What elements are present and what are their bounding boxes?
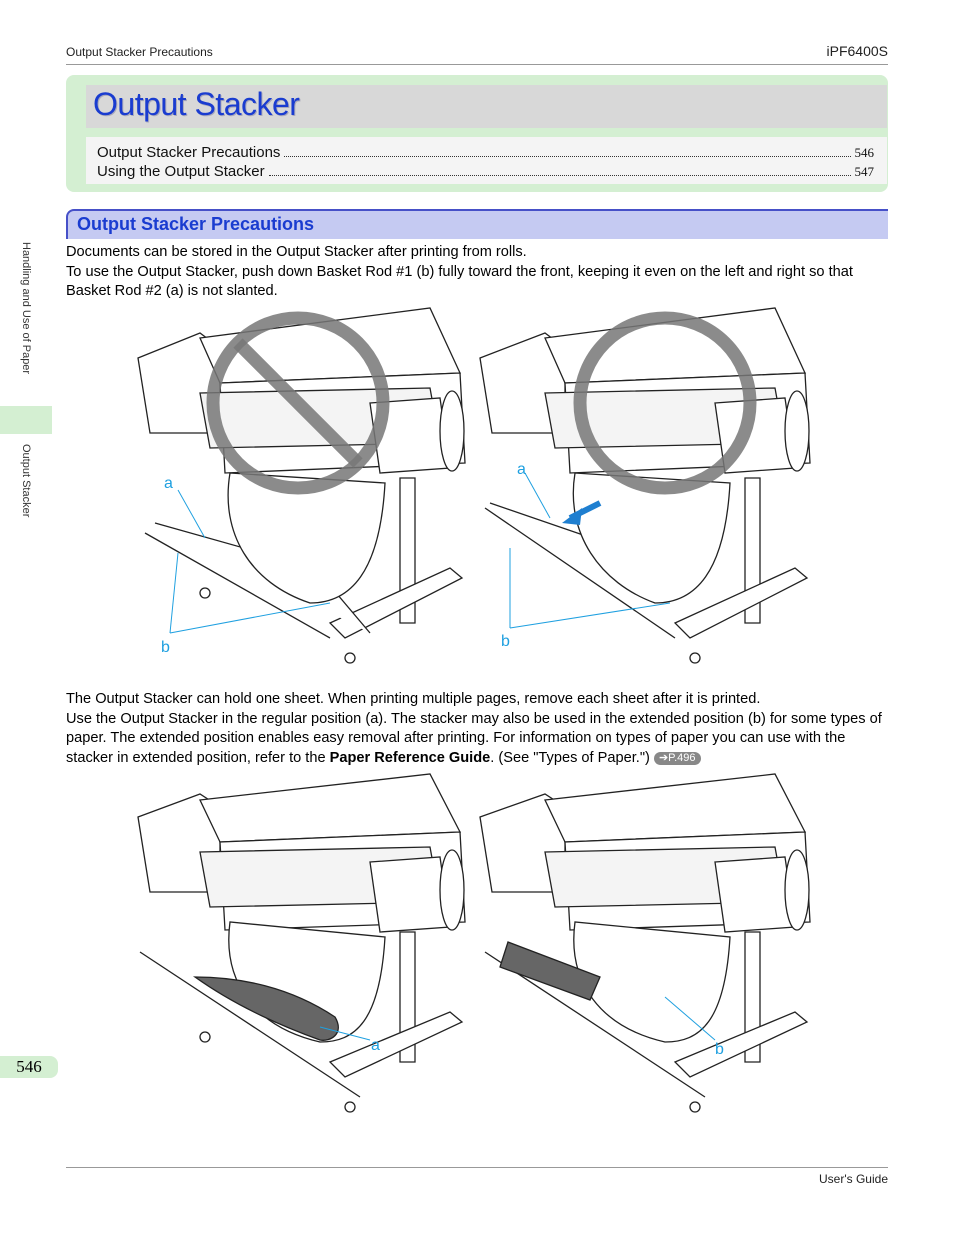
toc-item-using-the-output-stacker[interactable]: Using the Output Stacker 547 (97, 162, 874, 180)
header-divider (66, 64, 888, 65)
printer-illustration-regular (137, 773, 466, 1113)
arrow-head-icon (562, 508, 582, 525)
label-a-left: a (164, 475, 173, 492)
label-b-extended-position: b (715, 1041, 724, 1058)
prohibition-icon (206, 311, 390, 495)
stacker-position-figure: a b (137, 773, 811, 1113)
header-section-title: Output Stacker Precautions (66, 45, 213, 59)
sidebar-chapter-label: Handling and Use of Paper (20, 242, 32, 375)
usage-paragraph: The Output Stacker can hold one sheet. W… (66, 690, 888, 768)
prohibition-icon (573, 311, 757, 495)
toc-item-page[interactable]: 546 (854, 145, 875, 160)
callout-lines (169, 472, 671, 634)
usage-text-pre: Use the Output Stacker in the regular po… (66, 710, 882, 766)
label-b-left: b (161, 639, 170, 656)
chapter-title: Output Stacker (93, 86, 300, 122)
intro-line-1: Documents can be stored in the Output St… (66, 244, 527, 260)
page-link-button[interactable]: ➔P.496 (653, 751, 701, 765)
toc-leader-dots (268, 175, 851, 176)
toc-item-page[interactable]: 547 (854, 164, 875, 179)
toc-item-label[interactable]: Output Stacker Precautions (97, 144, 281, 161)
printer-illustration-right (479, 307, 811, 664)
label-b-right: b (501, 633, 510, 650)
sidebar-section-label: Output Stacker (20, 444, 32, 518)
sidebar-chapter-tab[interactable]: Handling and Use of Paper (0, 230, 52, 405)
section-title: Output Stacker Precautions (77, 214, 315, 234)
page-number: 546 (0, 1056, 58, 1078)
usage-line-2: Use the Output Stacker in the regular po… (66, 710, 888, 769)
paper-reference-guide-title: Paper Reference Guide (329, 749, 491, 766)
printer-illustration-extended (479, 773, 811, 1113)
chapter-title-bar (86, 85, 887, 128)
header-model-name: iPF6400S (826, 43, 888, 59)
stacker-slant-figure: a b a b (137, 307, 811, 664)
footer-divider (66, 1167, 888, 1168)
usage-line-1: The Output Stacker can hold one sheet. W… (66, 691, 761, 707)
sidebar-section-tab[interactable]: Output Stacker (0, 434, 52, 544)
label-a-regular-position: a (371, 1037, 380, 1054)
table-of-contents (86, 137, 887, 184)
footer-guide-title: User's Guide (819, 1172, 888, 1186)
usage-text-post: . (See "Types of Paper.") (490, 749, 654, 766)
toc-leader-dots (284, 156, 851, 157)
toc-item-label[interactable]: Using the Output Stacker (97, 163, 265, 180)
intro-paragraph: Documents can be stored in the Output St… (66, 243, 888, 302)
callout-lines (319, 996, 716, 1041)
intro-line-2: To use the Output Stacker, push down Bas… (66, 263, 853, 300)
sidebar-active-marker (0, 406, 52, 434)
toc-item-output-stacker-precautions[interactable]: Output Stacker Precautions 546 (97, 143, 874, 161)
section-heading-bar (66, 209, 888, 239)
label-a-right: a (517, 461, 526, 478)
